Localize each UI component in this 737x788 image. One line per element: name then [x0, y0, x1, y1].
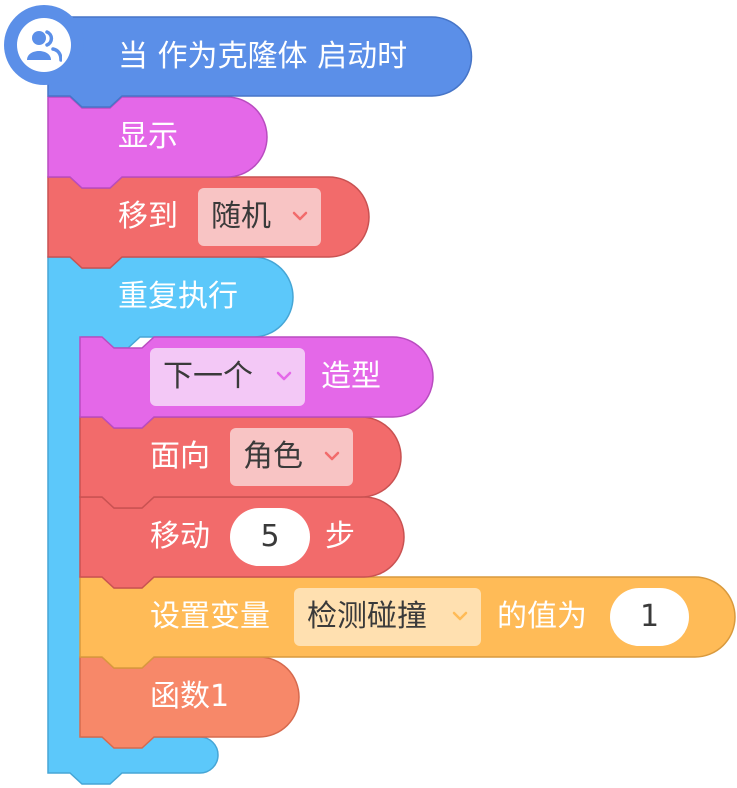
function-block-label: 函数1 [150, 679, 230, 714]
show-block-label: 显示 [118, 119, 178, 154]
variable-dropdown[interactable]: 检测碰撞 [294, 588, 481, 646]
costume-value: 下一个 [163, 359, 253, 394]
costume-block-label: 造型 [321, 359, 381, 394]
chevron-down-icon [452, 611, 468, 621]
forever-block-label: 重复执行 [118, 279, 238, 314]
move-block-label: 移动 [150, 519, 210, 554]
move-block-suffix: 步 [325, 519, 355, 554]
setvar-block-label: 设置变量 [150, 599, 270, 634]
clone-avatar [4, 5, 84, 85]
move-steps-input[interactable]: 5 [230, 508, 310, 566]
clone-users-icon [27, 30, 62, 62]
costume-dropdown[interactable]: 下一个 [150, 348, 305, 406]
avatar-background [17, 18, 71, 72]
goto-block-label: 移到 [118, 199, 178, 234]
show-block-shape[interactable] [47, 96, 268, 189]
chevron-down-icon [324, 451, 340, 461]
point-target-dropdown[interactable]: 角色 [230, 428, 353, 486]
point-target-value: 角色 [243, 439, 303, 474]
setvar-block-middle: 的值为 [497, 599, 587, 634]
hat-block-label: 当 作为克隆体 启动时 [118, 39, 408, 74]
point-block-label: 面向 [150, 439, 210, 474]
variable-value-input[interactable]: 1 [610, 588, 689, 646]
variable-value: 检测碰撞 [307, 599, 427, 634]
chevron-down-icon [276, 371, 292, 381]
chevron-down-icon [292, 211, 308, 221]
goto-target-value: 随机 [211, 199, 271, 234]
goto-target-dropdown[interactable]: 随机 [198, 188, 321, 246]
